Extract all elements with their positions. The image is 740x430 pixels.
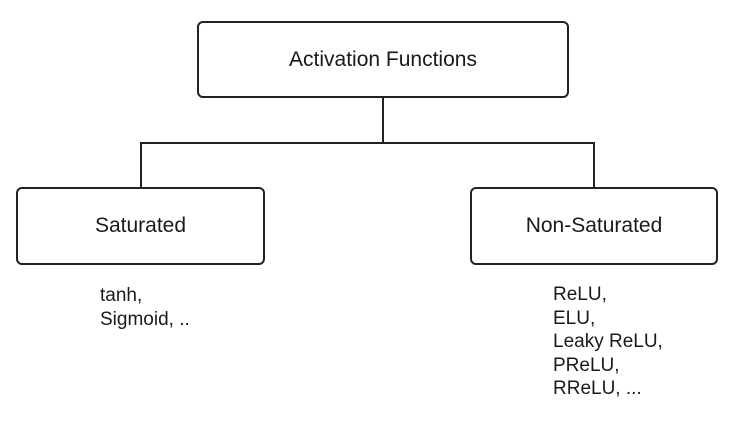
saturated-example-item: Sigmoid, ..: [100, 308, 190, 330]
root-node: Activation Functions: [197, 21, 569, 98]
saturated-node: Saturated: [16, 187, 265, 265]
saturated-examples-list: tanh, Sigmoid, ..: [100, 284, 190, 331]
non-saturated-node: Non-Saturated: [470, 187, 718, 265]
saturated-example-item: tanh,: [100, 285, 143, 306]
non-saturated-example-item: ReLU,: [553, 284, 607, 305]
saturated-node-label: Saturated: [94, 214, 187, 237]
non-saturated-example-item: ELU,: [553, 307, 596, 329]
non-saturated-examples-list: ReLU, ELU, Leaky ReLU, PReLU, RReLU, ...: [553, 283, 663, 401]
non-saturated-example-item: RReLU, ...: [553, 378, 642, 399]
root-node-label: Activation Functions: [289, 47, 477, 71]
non-saturated-example-item: Leaky ReLU,: [553, 331, 663, 352]
non-saturated-example-item: PReLU,: [553, 354, 620, 376]
non-saturated-node-label: Non-Saturated: [525, 214, 663, 237]
